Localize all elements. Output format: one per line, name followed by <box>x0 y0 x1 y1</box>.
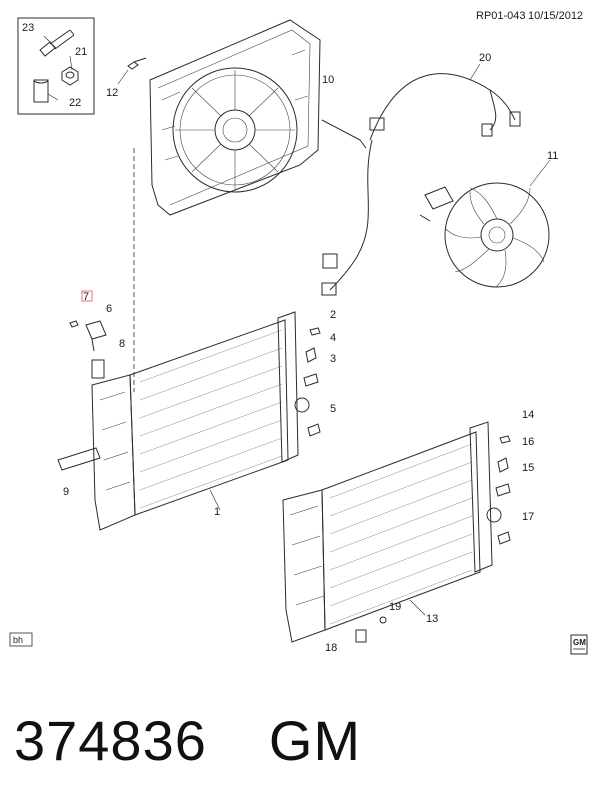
callout-19: 19 <box>389 601 401 613</box>
callout-9: 9 <box>63 486 69 498</box>
corner-badge: bh <box>9 632 33 647</box>
fittings-lower <box>495 435 511 545</box>
parts-diagram: RP01-043 10/15/2012 <box>9 10 588 655</box>
gm-logo-text: GM <box>573 638 586 647</box>
callout-1: 1 <box>214 506 220 518</box>
highlight-marker <box>81 290 93 302</box>
wiring-harness <box>321 63 521 296</box>
callout-4: 4 <box>330 332 336 344</box>
spacer-drawing <box>33 79 49 103</box>
side-brackets <box>57 290 107 471</box>
callout-11: 11 <box>547 150 558 162</box>
callout-16: 16 <box>522 436 534 448</box>
fastener-inset <box>17 17 95 115</box>
nut-drawing <box>61 66 79 86</box>
callout-21: 21 <box>75 46 87 58</box>
bolt-drawing <box>39 29 75 57</box>
header-date: 10/15/2012 <box>528 10 583 22</box>
callout-18: 18 <box>325 642 337 654</box>
fittings-upper <box>303 327 321 437</box>
callout-20: 20 <box>479 52 491 64</box>
callout-14: 14 <box>522 409 534 421</box>
callout-3: 3 <box>330 353 336 365</box>
cooling-fan <box>419 159 551 288</box>
footer: 374836 GM <box>14 700 361 780</box>
callout-6: 6 <box>106 303 112 315</box>
callout-10: 10 <box>322 74 334 86</box>
gm-logo: GM <box>570 634 588 655</box>
drain-parts <box>355 616 387 643</box>
callout-17: 17 <box>522 511 534 523</box>
brand-name: GM <box>268 708 362 772</box>
callout-23: 23 <box>22 22 34 34</box>
callout-8: 8 <box>119 338 125 350</box>
callout-12: 12 <box>106 87 118 99</box>
corner-badge-text: bh <box>13 635 23 645</box>
fan-shroud <box>149 19 321 216</box>
callout-15: 15 <box>522 462 534 474</box>
callout-2: 2 <box>330 309 336 321</box>
header-ref: RP01-043 <box>476 10 526 22</box>
callout-7: 7 <box>83 291 89 303</box>
callout-labels: 1 2 3 4 5 6 7 8 9 10 11 12 13 14 15 16 1… <box>22 22 558 654</box>
callout-22: 22 <box>69 97 81 109</box>
callout-5: 5 <box>330 403 336 415</box>
radiator-upper <box>91 311 310 531</box>
radiator-lower <box>282 421 502 643</box>
callout-13: 13 <box>426 613 438 625</box>
screw-12 <box>117 57 147 85</box>
part-code: 374836 <box>14 708 207 772</box>
